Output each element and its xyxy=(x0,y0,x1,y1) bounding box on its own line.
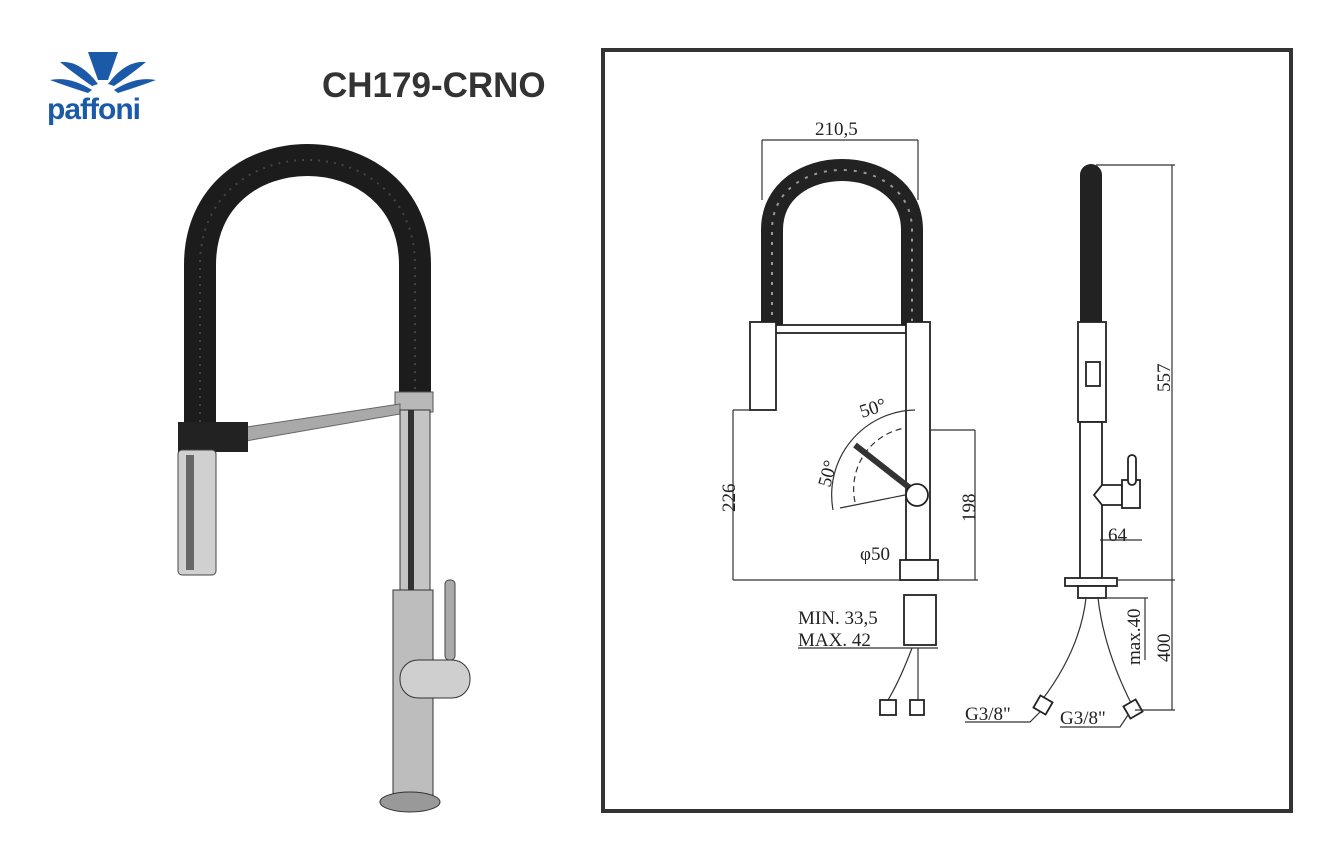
connector-left-label: G3/8" xyxy=(965,704,1011,725)
max-thickness-label: MAX. 42 xyxy=(798,630,871,651)
angle-side-label: 50° xyxy=(815,458,842,489)
width-dimension: 210,5 xyxy=(815,119,858,140)
connector-right-label: G3/8" xyxy=(1060,708,1106,729)
side-view-drawing: 557 64 max.40 400 G3/8" G3/8" xyxy=(965,164,1175,729)
lever-height-dimension: 198 xyxy=(959,494,980,523)
spout-height-dimension: 226 xyxy=(719,484,740,513)
lever-offset-dimension: 64 xyxy=(1108,525,1128,546)
model-code-title: CH179-CRNO xyxy=(322,66,546,105)
base-diameter-dimension: φ50 xyxy=(860,544,890,565)
min-thickness-label: MIN. 33,5 xyxy=(798,608,878,629)
faucet-photo xyxy=(177,144,471,813)
angle-top-label: 50° xyxy=(857,395,889,423)
logo-text: paffoni xyxy=(47,93,140,126)
total-height-dimension: 557 xyxy=(1154,364,1175,393)
max-depth-dimension: max.40 xyxy=(1124,609,1145,665)
hose-length-dimension: 400 xyxy=(1154,634,1175,663)
drawing-frame xyxy=(601,48,1293,813)
front-view-drawing: 210,5 50° 50° 226 198 φ50 MIN. 33,5 MAX.… xyxy=(719,119,980,716)
paffoni-logo: paffoni xyxy=(47,52,156,126)
